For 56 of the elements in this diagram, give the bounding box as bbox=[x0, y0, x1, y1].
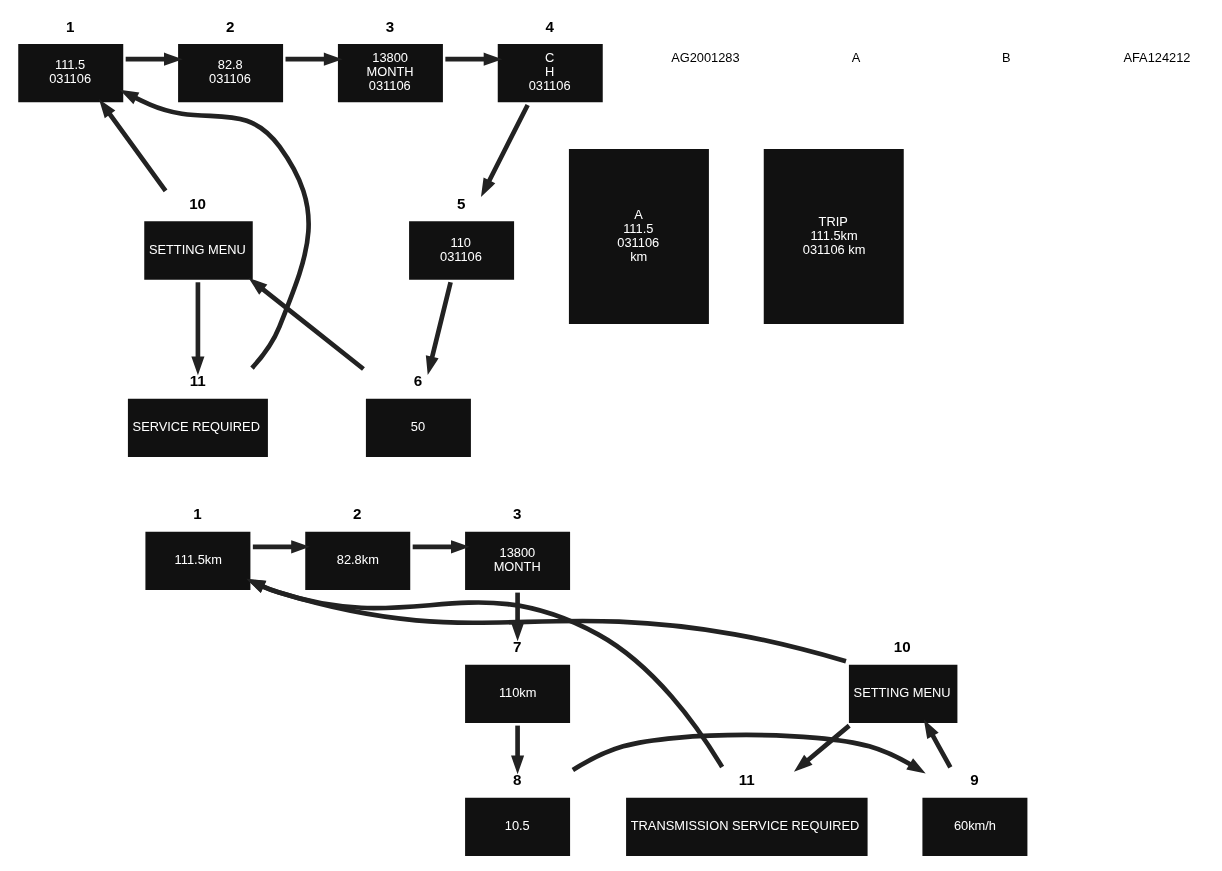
arrow bbox=[510, 725, 524, 774]
node-box: 82.8 031106 bbox=[177, 43, 283, 102]
node-label: 5 bbox=[456, 194, 465, 212]
node-box: TRANSMISSION SERVICE REQUIRED bbox=[625, 797, 868, 856]
node-box: SERVICE REQUIRED bbox=[127, 398, 268, 457]
arrow bbox=[444, 52, 502, 66]
arrow bbox=[425, 281, 453, 375]
label: B bbox=[1001, 49, 1011, 65]
arrow bbox=[510, 592, 524, 641]
arrow bbox=[480, 103, 530, 197]
arrow bbox=[571, 732, 926, 774]
arrow bbox=[98, 98, 167, 192]
node-box: C H 031106 bbox=[497, 43, 603, 102]
node-box: 110 031106 bbox=[408, 220, 514, 280]
arrow bbox=[246, 578, 724, 768]
arrow bbox=[245, 578, 847, 663]
node-box: 60km/h bbox=[921, 797, 1027, 856]
label: A bbox=[851, 49, 860, 65]
node-box: SETTING MENU bbox=[143, 220, 253, 280]
node-label: 2 bbox=[352, 504, 362, 522]
node-label: 4 bbox=[545, 17, 554, 35]
node-label: 2 bbox=[225, 17, 234, 35]
node-label: 3 bbox=[385, 17, 394, 35]
node-box: SETTING MENU bbox=[848, 664, 957, 723]
node-label: 6 bbox=[413, 371, 422, 389]
node-box: A 111.5 031106 km bbox=[568, 148, 709, 324]
arrow bbox=[252, 539, 310, 553]
node-box: 13800 MONTH 031106 bbox=[337, 43, 443, 102]
node-box: 13800 MONTH bbox=[464, 531, 570, 590]
node-label: 1 bbox=[65, 17, 75, 35]
arrow bbox=[923, 718, 952, 768]
arrow bbox=[248, 277, 365, 371]
node-box: 111.5 031106 bbox=[17, 43, 123, 102]
arrow bbox=[119, 89, 311, 370]
node-label: 7 bbox=[512, 637, 521, 655]
arrow bbox=[793, 723, 851, 772]
node-label: 1 bbox=[192, 504, 202, 522]
label: AFA124212 bbox=[1122, 49, 1190, 65]
label: AG2001283 bbox=[670, 49, 740, 65]
node-label: 10 bbox=[188, 194, 206, 212]
node-label: 11 bbox=[189, 371, 206, 389]
arrow bbox=[190, 281, 204, 375]
node-box: TRIP 111.5km 031106 km bbox=[763, 148, 904, 324]
arrow bbox=[412, 539, 470, 553]
node-label: 3 bbox=[512, 504, 521, 522]
node-label: 11 bbox=[738, 770, 755, 788]
node-label: 9 bbox=[969, 770, 979, 788]
node-box: 82.8km bbox=[304, 531, 410, 590]
node-label: 10 bbox=[893, 637, 911, 655]
node-box: 10.5 bbox=[464, 797, 570, 856]
arrow bbox=[285, 52, 343, 66]
node-box: 110km bbox=[464, 664, 570, 723]
node-label: 8 bbox=[512, 770, 521, 788]
node-box: 111.5km bbox=[144, 531, 250, 590]
arrow bbox=[125, 52, 183, 66]
node-box: 50 bbox=[365, 398, 471, 457]
